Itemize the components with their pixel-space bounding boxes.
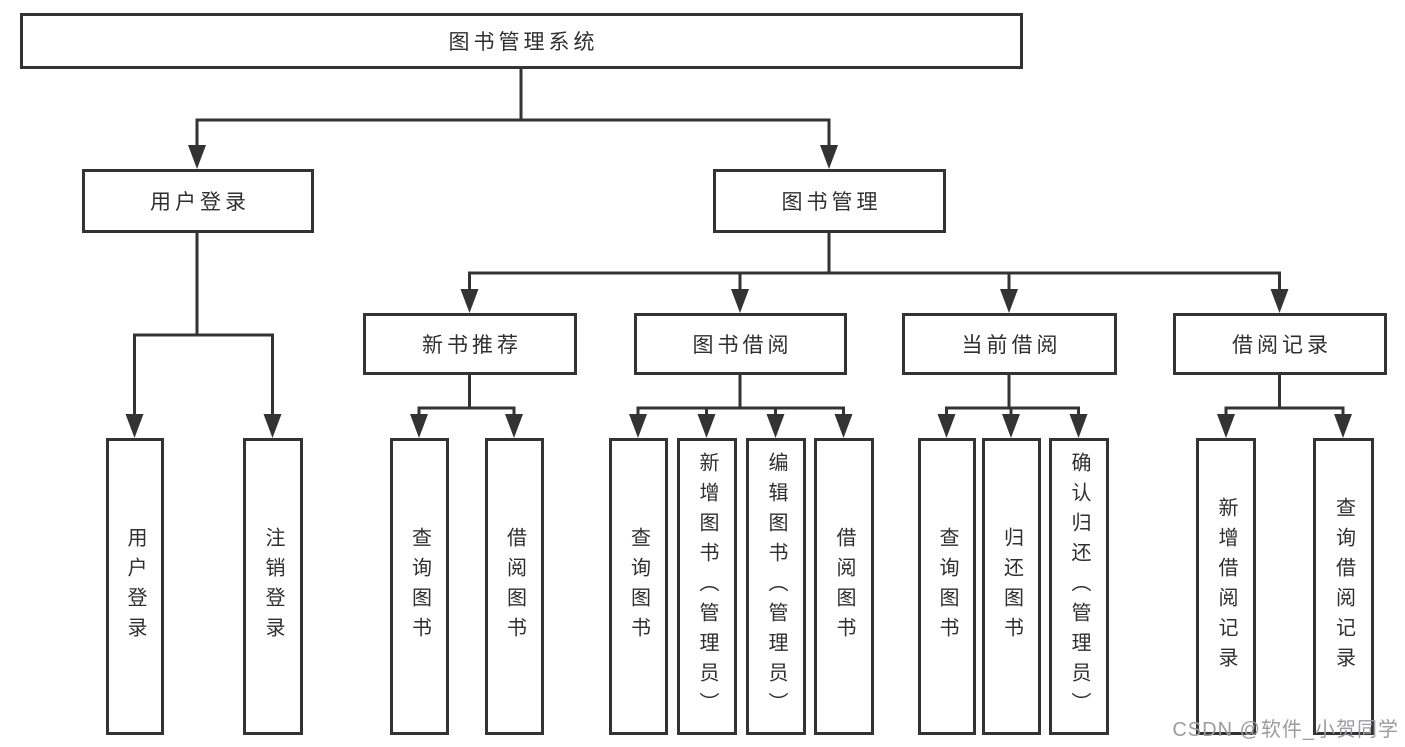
connector-records-to-leaves — [1224, 374, 1345, 416]
arrow-down-icon — [1000, 289, 1018, 313]
csdn-watermark: CSDN @软件_小贺同学 — [1172, 719, 1399, 741]
node-label: 新增图书（管理员） — [696, 451, 718, 722]
node-label: 用户登录 — [150, 191, 250, 214]
connector-borrowing-to-leaves — [636, 374, 845, 416]
node-leaf-query-books-current: 查询图书 — [918, 438, 976, 735]
arrow-down-icon — [834, 414, 853, 438]
arrow-down-icon — [629, 414, 647, 438]
arrow-down-icon — [937, 414, 956, 438]
node-leaf-query-books-borrowing: 查询图书 — [609, 438, 668, 735]
arrow-down-icon — [1002, 414, 1020, 438]
node-label: 当前借阅 — [961, 334, 1062, 357]
node-label: 借阅记录 — [1232, 334, 1332, 357]
node-label: 编辑图书（管理员） — [765, 451, 787, 722]
node-leaf-return-books: 归还图书 — [982, 438, 1041, 735]
node-label: 查询图书 — [936, 526, 958, 647]
connector-newbook-to-leaves — [417, 374, 516, 416]
connector-userlogin-to-leaves — [133, 232, 274, 416]
node-label: 用户登录 — [124, 526, 146, 647]
node-label: 图书管理 — [781, 191, 882, 214]
arrow-down-icon — [1217, 414, 1235, 438]
node-leaf-query-borrow-record: 查询借阅记录 — [1313, 438, 1374, 735]
connector-current-to-leaves — [945, 374, 1080, 416]
node-label: 确认归还（管理员） — [1068, 451, 1090, 722]
node-book-borrowing: 图书借阅 — [634, 313, 847, 375]
node-library-management-system: 图书管理系统 — [20, 13, 1023, 69]
node-leaf-borrow-books-recommend: 借阅图书 — [485, 438, 544, 735]
node-leaf-borrow-books: 借阅图书 — [814, 438, 874, 735]
node-leaf-add-books-admin: 新增图书（管理员） — [677, 438, 737, 735]
node-leaf-query-books-recommend: 查询图书 — [390, 438, 449, 735]
arrow-down-icon — [505, 414, 523, 438]
node-label: 新书推荐 — [422, 334, 522, 357]
node-label: 借阅图书 — [503, 526, 526, 647]
arrow-down-icon — [125, 414, 144, 438]
node-new-book-recommendation: 新书推荐 — [363, 313, 577, 375]
node-leaf-user-login: 用户登录 — [106, 438, 164, 735]
node-book-management: 图书管理 — [713, 169, 946, 233]
arrow-down-icon — [188, 145, 206, 169]
node-label: 新增借阅记录 — [1215, 496, 1237, 677]
node-label: 查询图书 — [627, 526, 650, 647]
node-label: 注销登录 — [262, 526, 284, 647]
arrow-down-icon — [1334, 414, 1352, 438]
arrow-down-icon — [1270, 289, 1289, 313]
node-current-borrowing: 当前借阅 — [902, 313, 1117, 375]
node-borrowing-records: 借阅记录 — [1173, 313, 1387, 375]
connector-bookmgmt-to-level2 — [468, 232, 1281, 291]
node-label: 归还图书 — [1000, 526, 1023, 647]
arrow-down-icon — [820, 145, 838, 169]
node-leaf-confirm-return-admin: 确认归还（管理员） — [1049, 438, 1109, 735]
node-label: 图书管理系统 — [448, 31, 599, 54]
arrow-down-icon — [460, 289, 479, 313]
arrow-down-icon — [697, 414, 716, 438]
arrow-down-icon — [766, 414, 785, 438]
arrow-down-icon — [731, 289, 749, 313]
node-user-login: 用户登录 — [82, 169, 314, 233]
arrow-down-icon — [1069, 414, 1088, 438]
node-label: 查询借阅记录 — [1332, 496, 1355, 677]
arrow-down-icon — [263, 414, 282, 438]
connector-root-to-level1 — [195, 68, 831, 146]
node-leaf-logout: 注销登录 — [243, 438, 303, 735]
node-label: 图书借阅 — [692, 334, 793, 357]
node-leaf-edit-books-admin: 编辑图书（管理员） — [746, 438, 806, 735]
arrow-down-icon — [410, 414, 428, 438]
node-leaf-add-borrow-record: 新增借阅记录 — [1196, 438, 1256, 735]
node-label: 借阅图书 — [833, 526, 855, 647]
node-label: 查询图书 — [408, 526, 431, 647]
